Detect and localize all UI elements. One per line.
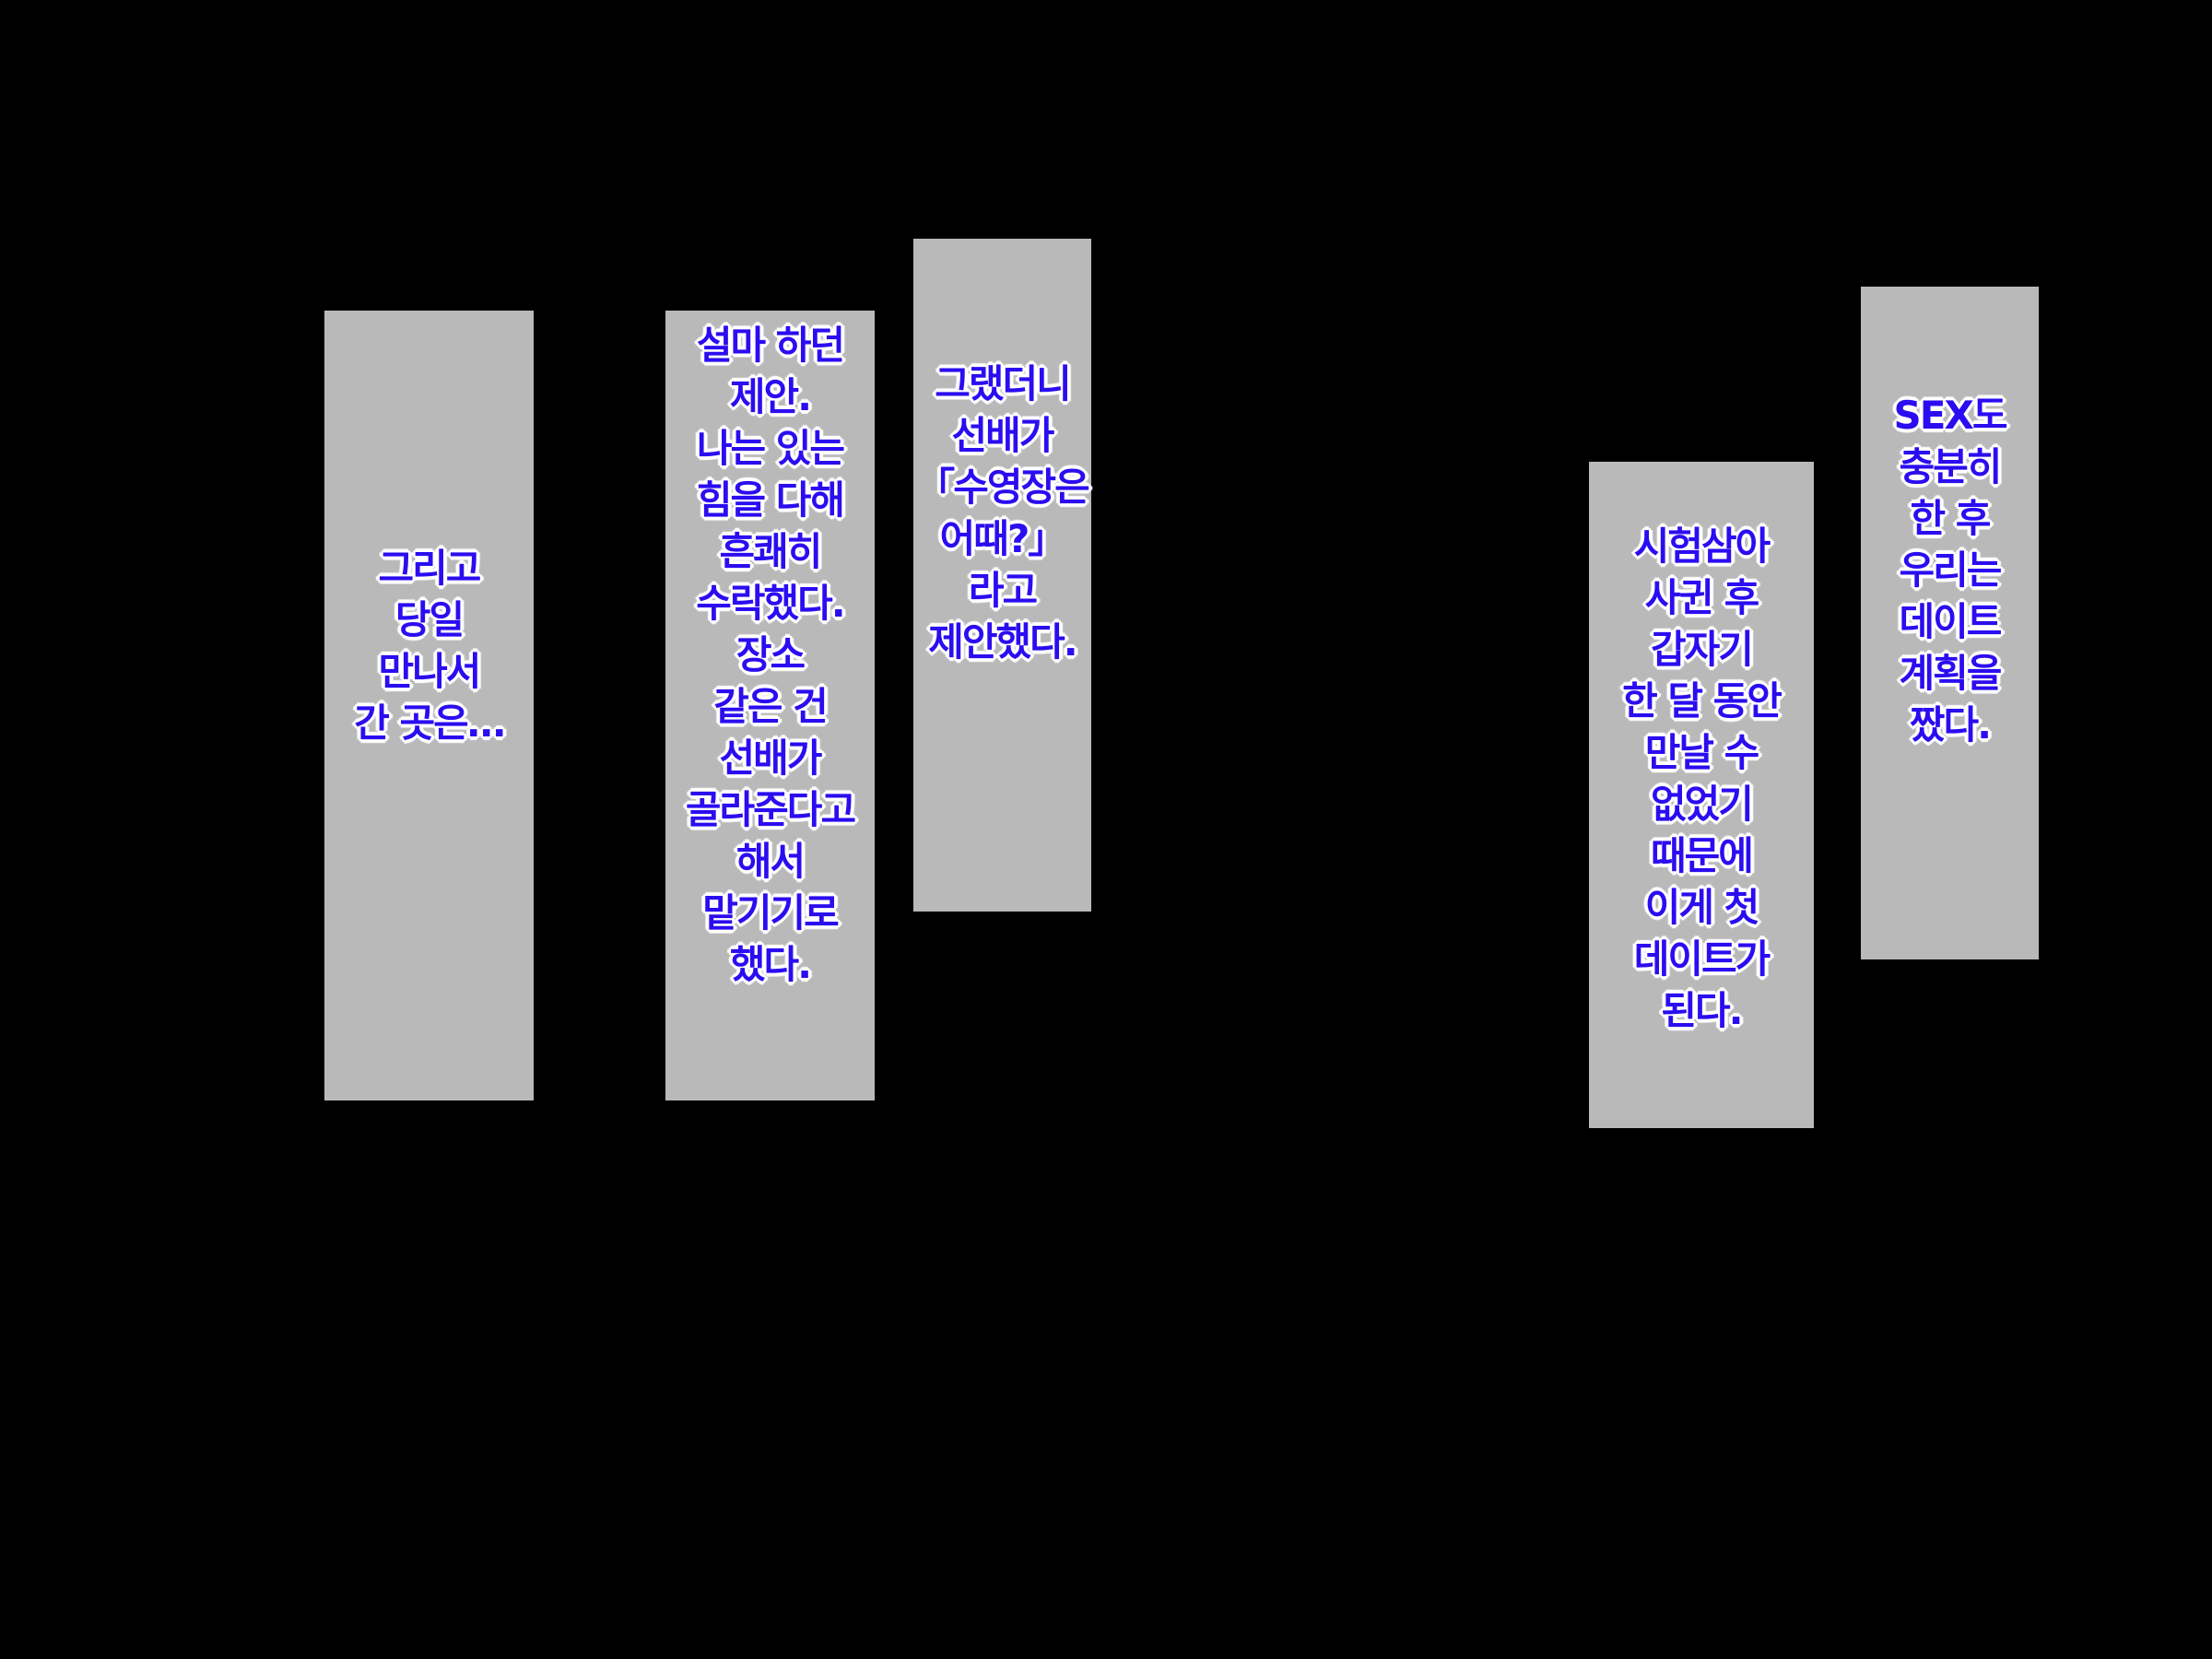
caption-text-2: 설마 하던 제안. 나는 있는 힘을 다해 흔쾌히 수락했다. 장소 같은 건 … xyxy=(685,322,856,987)
caption-text-3: 그랬더니 선배가 「수영장은 어때?」 라고 제안했다. xyxy=(916,360,1090,665)
caption-panel-5: SEX도 충분히 한 후 우리는 데이트 계획을 짰다. xyxy=(1861,287,2039,959)
caption-panel-2: 설마 하던 제안. 나는 있는 힘을 다해 흔쾌히 수락했다. 장소 같은 건 … xyxy=(665,311,875,1100)
caption-text-1: 그리고 당일 만나서 간 곳은… xyxy=(354,545,506,746)
caption-panel-1: 그리고 당일 만나서 간 곳은… xyxy=(324,311,534,1100)
caption-panel-3: 그랬더니 선배가 「수영장은 어때?」 라고 제안했다. xyxy=(913,239,1091,912)
caption-panel-4: 시험삼아 사귄 후 갑자기 한 달 동안 만날 수 없었기 때문에 이게 첫 데… xyxy=(1589,462,1814,1128)
caption-text-4: 시험삼아 사귄 후 갑자기 한 달 동안 만날 수 없었기 때문에 이게 첫 데… xyxy=(1622,523,1783,1033)
caption-text-5: SEX도 충분히 한 후 우리는 데이트 계획을 짰다. xyxy=(1893,392,2008,747)
